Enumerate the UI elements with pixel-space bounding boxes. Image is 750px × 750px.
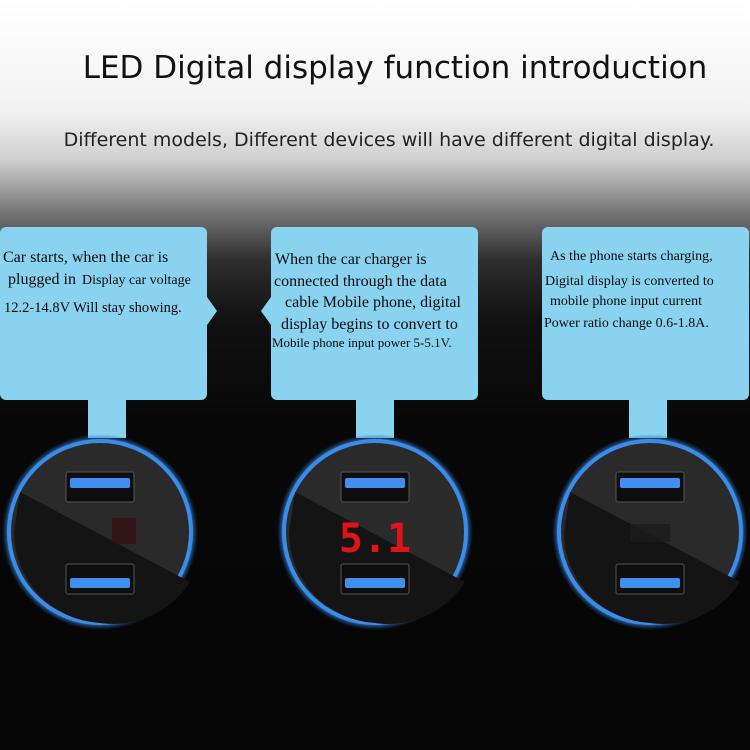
card-text-line: mobile phone input current: [550, 294, 703, 309]
card-text-line: Digital display is converted to: [545, 274, 714, 289]
info-card-input-current: As the phone starts charging, Digital di…: [542, 227, 749, 438]
usb-tongue: [620, 478, 680, 488]
card-text-line: cable Mobile phone, digital: [285, 294, 461, 311]
card-stem: [629, 398, 667, 438]
card-text-line: Car starts, when the car is: [3, 249, 169, 266]
usb-tongue: [70, 578, 130, 588]
led-display-off: [630, 524, 670, 542]
face-shadow: [563, 492, 740, 624]
face-shadow: [13, 492, 191, 624]
face-shadow: [288, 492, 465, 624]
usb-tongue: [345, 478, 405, 488]
card-text-line: Mobile phone input power 5-5.1V.: [272, 335, 452, 350]
card-stem: [88, 398, 126, 438]
led-display-value: 5.1: [339, 516, 411, 562]
card-pointer: [261, 297, 271, 325]
card-text-line: 12.2-14.8V Will stay showing.: [4, 300, 182, 316]
led-display-off: [112, 518, 136, 544]
card-text-line: plugged in: [8, 271, 76, 288]
car-charger-right: [552, 434, 748, 630]
car-charger-left: [2, 434, 198, 630]
card-text-line: As the phone starts charging,: [550, 249, 713, 264]
card-text-line: When the car charger is: [275, 251, 427, 268]
page-title: LED Digital display function introductio…: [82, 50, 708, 86]
usb-tongue: [70, 478, 130, 488]
usb-tongue: [345, 578, 405, 588]
card-text-line: Power ratio change 0.6-1.8A.: [544, 316, 709, 331]
card-text-line: connected through the data: [274, 273, 447, 290]
card-pointer: [207, 297, 217, 325]
info-card-car-voltage: Car starts, when the car is plugged in D…: [0, 227, 217, 438]
car-charger-center: 5.1: [277, 434, 473, 630]
info-card-input-power: When the car charger is connected throug…: [261, 227, 478, 438]
page-subtitle: Different models, Different devices will…: [63, 129, 715, 151]
card-text-line: Display car voltage: [82, 273, 191, 288]
card-stem: [356, 398, 394, 438]
usb-tongue: [620, 578, 680, 588]
card-text-line: display begins to convert to: [281, 316, 458, 333]
